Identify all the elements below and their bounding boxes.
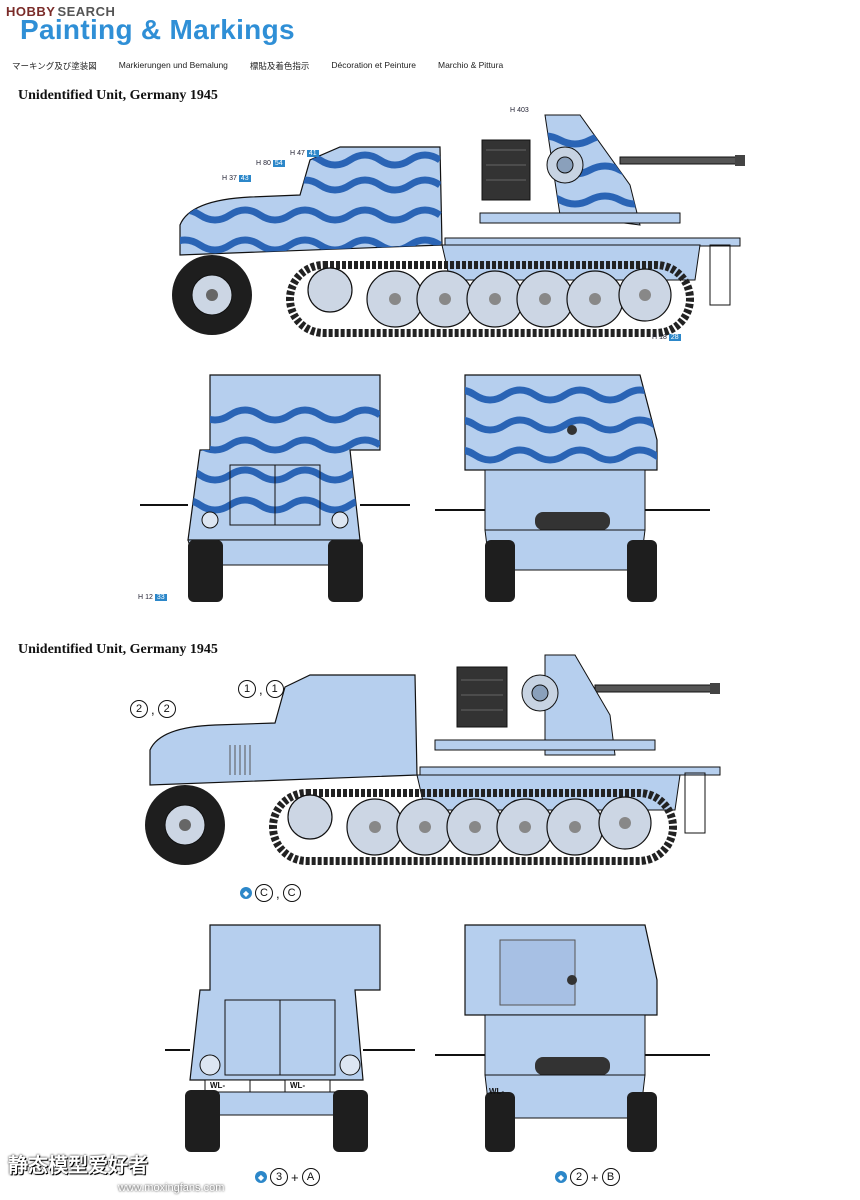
caption-jp: マーキング及び塗装図 <box>12 61 97 71</box>
front-plate-right: WL- <box>290 1081 306 1090</box>
decal-icon: ◆ <box>240 887 252 899</box>
page-title: Painting & Markings <box>20 14 295 45</box>
footer-watermark: 静态模型爱好者 <box>8 1155 148 1177</box>
decal-marker-3-a: ◆3+A <box>255 1168 320 1186</box>
rear-view-plain <box>435 924 710 1152</box>
decal-marker-2-2: 2,2 <box>130 700 176 718</box>
language-captions: マーキング及び塗装図 Markierungen und Bemalung 標貼及… <box>12 60 525 72</box>
caption-it: Marchio & Pittura <box>438 60 504 70</box>
decal-marker-c-c: ◆C,C <box>240 884 301 902</box>
caption-de: Markierungen und Bemalung <box>118 60 228 70</box>
side-view-camo <box>172 114 745 337</box>
side-view-plain <box>145 654 721 865</box>
front-plate-left: WL- <box>210 1081 226 1090</box>
caption-cn: 標貼及着色指示 <box>249 61 310 71</box>
section-heading-1: Unidentified Unit, Germany 1945 <box>18 88 218 103</box>
decal-icon: ◆ <box>555 1171 567 1183</box>
rear-view-camo <box>435 374 710 602</box>
decal-icon: ◆ <box>255 1171 267 1183</box>
front-view-plain <box>165 924 415 1152</box>
section-heading-2: Unidentified Unit, Germany 1945 <box>18 642 218 657</box>
front-view-camo <box>140 374 410 602</box>
decal-marker-2-b: ◆2+B <box>555 1168 620 1186</box>
decal-marker-1-1: 1,1 <box>238 680 284 698</box>
footer-url: www.moxingfans.com <box>118 1182 225 1194</box>
rear-plate: WL- <box>489 1087 505 1096</box>
caption-fr: Décoration et Peinture <box>331 60 416 70</box>
